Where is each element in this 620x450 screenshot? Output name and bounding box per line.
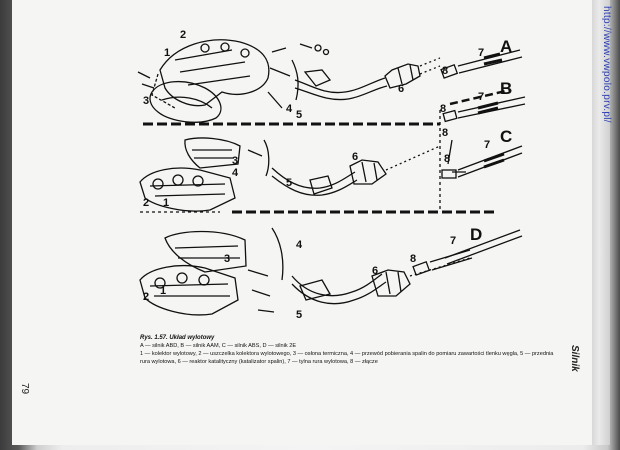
callout-1-d: 1 <box>160 285 166 297</box>
callout-1-a: 1 <box>164 47 170 59</box>
callout-5-d: 5 <box>296 309 302 321</box>
callout-2-d: 2 <box>143 291 149 303</box>
callout-3-a: 3 <box>143 95 149 107</box>
callout-8-c-upper: 8 <box>442 127 448 139</box>
variant-d-label: D <box>470 225 482 244</box>
page-spine <box>592 0 610 445</box>
callout-3-c: 3 <box>232 155 238 167</box>
variant-b-label: B <box>500 79 512 98</box>
callout-8-a: 8 <box>442 65 448 77</box>
callout-6-a: 6 <box>398 83 404 95</box>
variant-b-assembly <box>442 88 526 123</box>
callout-2-c: 2 <box>143 197 149 209</box>
callout-6-c: 6 <box>352 151 358 163</box>
callout-4-c: 4 <box>232 167 239 179</box>
callout-8-c-lower: 8 <box>444 153 450 165</box>
callout-7-c: 7 <box>484 139 490 151</box>
callout-5-a: 5 <box>296 109 302 121</box>
callout-4-d: 4 <box>296 239 303 251</box>
callout-7-b: 7 <box>478 91 484 103</box>
figure-caption: Rys. 1.57. Układ wylotowy A — silnik ABD… <box>140 334 560 366</box>
variant-c-label: C <box>500 127 512 146</box>
caption-title: Rys. 1.57. Układ wylotowy <box>140 335 215 341</box>
callout-1-c: 1 <box>163 197 169 209</box>
callout-4-a: 4 <box>286 103 293 115</box>
callout-7-a: 7 <box>478 47 484 59</box>
caption-variants-line: A — silnik ABD, B — silnik AAM, C — siln… <box>140 343 297 349</box>
callout-8-d: 8 <box>410 253 416 265</box>
diagram-line-art <box>137 39 526 316</box>
caption-parts-line: 1 — kolektor wylotowy, 2 — uszczelka kol… <box>140 351 554 365</box>
callout-3-d: 3 <box>224 253 230 265</box>
callout-8-b: 8 <box>440 103 446 115</box>
variant-a-assembly <box>137 39 523 123</box>
variant-c-assembly <box>139 137 523 212</box>
book-page <box>12 0 611 445</box>
variant-d-assembly <box>139 227 523 316</box>
callout-6-d: 6 <box>372 265 378 277</box>
callout-5-c: 5 <box>286 177 292 189</box>
callout-7-d: 7 <box>450 235 456 247</box>
callout-2-a: 2 <box>180 29 186 41</box>
variant-a-label: A <box>500 37 512 56</box>
